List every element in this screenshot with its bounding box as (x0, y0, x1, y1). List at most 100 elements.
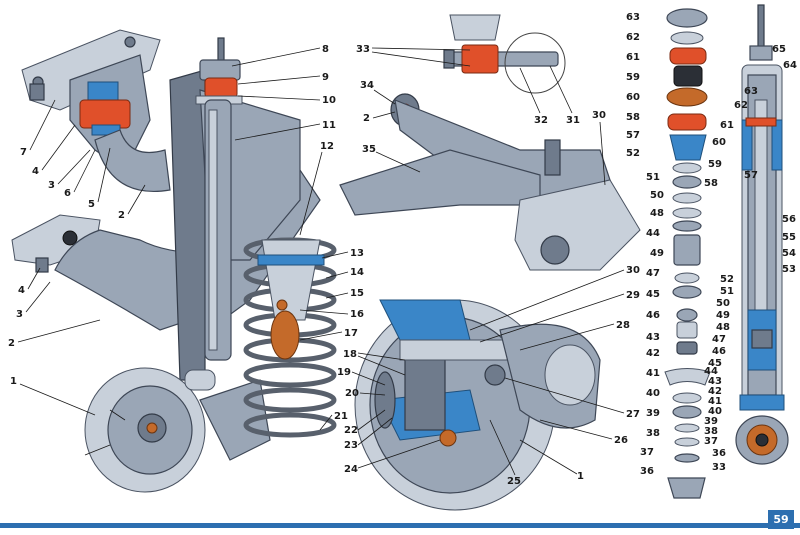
label-23: 23 (344, 440, 358, 451)
label-63-shock: 63 (744, 86, 758, 97)
shock-cross-section (735, 4, 789, 465)
label-40-col: 40 (646, 388, 660, 399)
label-50-col: 50 (650, 190, 664, 201)
label-33-shock: 33 (712, 462, 726, 473)
label-20: 20 (345, 388, 359, 399)
label-7: 7 (20, 147, 27, 158)
label-65: 65 (772, 44, 786, 55)
label-12: 12 (320, 141, 334, 152)
label-25: 25 (507, 476, 521, 487)
label-30-top: 30 (592, 110, 606, 121)
label-60-shock: 60 (712, 137, 726, 148)
label-3-lower: 3 (16, 309, 23, 320)
label-11: 11 (322, 120, 336, 131)
label-59-col: 59 (626, 72, 640, 83)
label-62-shock: 62 (734, 100, 748, 111)
label-26: 26 (614, 435, 628, 446)
label-43-col: 43 (646, 332, 660, 343)
label-29: 29 (626, 290, 640, 301)
label-45-shock: 45 (708, 358, 722, 369)
upper-bracket-assembly (21, 29, 171, 192)
label-2-top: 2 (118, 210, 125, 221)
label-54: 54 (782, 248, 796, 259)
label-31: 31 (566, 115, 580, 126)
label-37-col: 37 (640, 447, 654, 458)
label-10: 10 (322, 95, 336, 106)
label-46-shock: 46 (712, 346, 726, 357)
label-41-col: 41 (646, 368, 660, 379)
shock-and-spring (195, 37, 337, 438)
label-27: 27 (626, 409, 640, 420)
label-47-col: 47 (646, 268, 660, 279)
label-4-lower: 4 (18, 285, 25, 296)
label-1: 1 (10, 376, 17, 387)
label-53: 53 (782, 264, 796, 275)
footer-bar (0, 523, 800, 528)
label-57-col: 57 (626, 130, 640, 141)
exploded-parts-column (664, 8, 711, 499)
label-1-center: 1 (577, 471, 584, 482)
label-4: 4 (32, 166, 39, 177)
label-32: 32 (534, 115, 548, 126)
label-6: 6 (64, 188, 71, 199)
label-17: 17 (344, 328, 358, 339)
label-43-shock: 43 (708, 376, 722, 387)
label-41-shock: 41 (708, 396, 722, 407)
label-2-center: 2 (363, 113, 370, 124)
label-38-col: 38 (646, 428, 660, 439)
label-59-shock: 59 (708, 159, 722, 170)
label-30-bottom: 30 (626, 265, 640, 276)
label-52-shock: 52 (720, 274, 734, 285)
label-33-top: 33 (356, 44, 370, 55)
label-55: 55 (782, 232, 796, 243)
label-35: 35 (362, 144, 376, 155)
label-45-col: 45 (646, 289, 660, 300)
callout-labels: 7 4 3 6 5 2 4 3 2 1 8 9 10 11 12 13 14 1… (8, 12, 797, 487)
label-48-col: 48 (650, 208, 664, 219)
page-number: 59 (768, 510, 794, 529)
label-49-shock: 49 (716, 310, 730, 321)
label-13: 13 (350, 248, 364, 259)
label-15: 15 (350, 288, 364, 299)
label-19: 19 (337, 367, 351, 378)
label-44-col: 44 (646, 228, 660, 239)
label-50-shock: 50 (716, 298, 730, 309)
label-62-col: 62 (626, 32, 640, 43)
brake-hub-cutaway (354, 299, 601, 511)
label-44-shock: 44 (704, 366, 718, 377)
label-47-shock: 47 (712, 334, 726, 345)
label-8: 8 (322, 44, 329, 55)
label-39-col: 39 (646, 408, 660, 419)
label-58-shock: 58 (704, 178, 718, 189)
label-39-shock: 39 (704, 416, 718, 427)
label-49-col: 49 (650, 248, 664, 259)
label-56: 56 (782, 214, 796, 225)
label-16: 16 (350, 309, 364, 320)
label-42-shock: 42 (708, 386, 722, 397)
label-2-lower: 2 (8, 338, 15, 349)
label-18: 18 (343, 349, 357, 360)
label-36-shock: 36 (712, 448, 726, 459)
label-28: 28 (616, 320, 630, 331)
label-5: 5 (88, 199, 95, 210)
label-61-shock: 61 (720, 120, 734, 131)
label-37-shock: 37 (704, 436, 718, 447)
label-60-col: 60 (626, 92, 640, 103)
label-34: 34 (360, 80, 374, 91)
label-40-shock: 40 (708, 406, 722, 417)
label-9: 9 (322, 72, 329, 83)
label-58-col: 58 (626, 112, 640, 123)
label-51-col: 51 (646, 172, 660, 183)
label-22: 22 (344, 425, 358, 436)
label-24: 24 (344, 464, 358, 475)
label-63-col: 63 (626, 12, 640, 23)
label-36-col: 36 (640, 466, 654, 477)
label-38-shock: 38 (704, 426, 718, 437)
upper-control-arm (339, 93, 641, 271)
label-14: 14 (350, 267, 364, 278)
pivot-bolt-detail (443, 14, 566, 94)
label-51-shock: 51 (720, 286, 734, 297)
label-21: 21 (334, 411, 348, 422)
label-48-shock: 48 (716, 322, 730, 333)
